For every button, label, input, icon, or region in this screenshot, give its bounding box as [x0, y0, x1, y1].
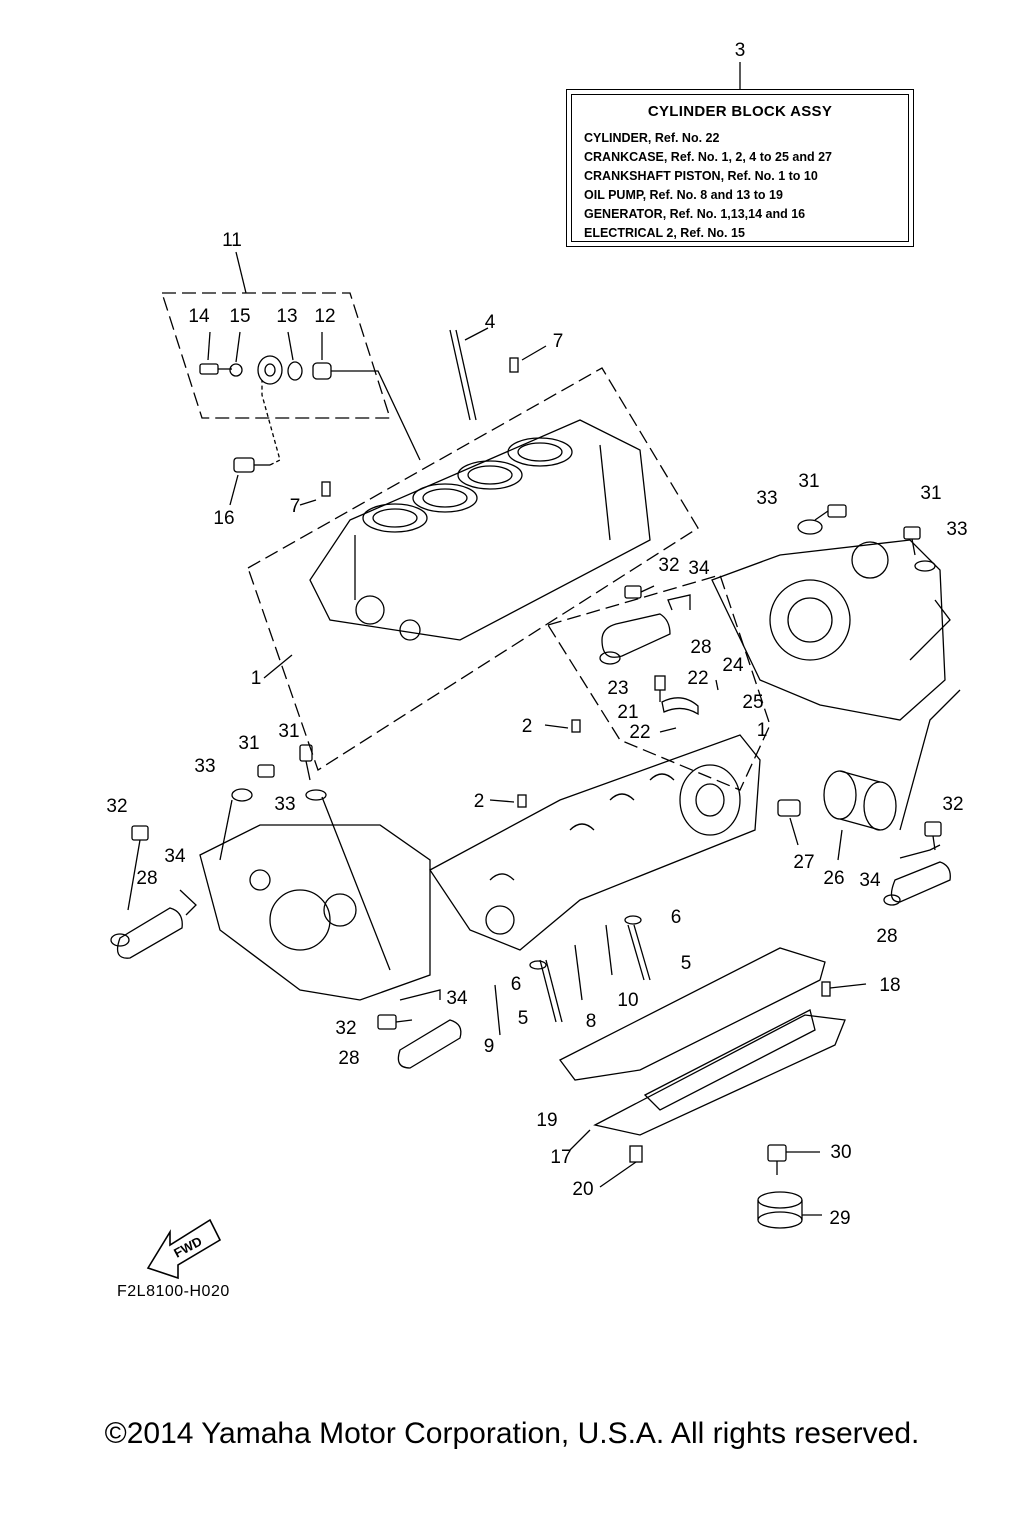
- callout-34: 34: [859, 870, 881, 891]
- gasket-19: [559, 947, 826, 1081]
- callout-22: 22: [629, 722, 650, 743]
- callout-9: 9: [484, 1036, 495, 1057]
- callout-17: 17: [550, 1147, 571, 1168]
- cylinder-block-outline: [309, 419, 651, 641]
- callout-6: 6: [671, 907, 682, 928]
- callout-21: 21: [617, 702, 638, 723]
- callout-12: 12: [314, 306, 335, 327]
- callout-10: 10: [617, 990, 638, 1011]
- callout-29: 29: [829, 1208, 850, 1229]
- callout-33: 33: [756, 488, 777, 509]
- assy-box-inner-frame: CYLINDER BLOCK ASSY CYLINDER, Ref. No. 2…: [571, 94, 909, 242]
- fwd-arrow-icon: [146, 1218, 222, 1280]
- callout-27: 27: [793, 852, 814, 873]
- callout-34: 34: [446, 988, 468, 1009]
- callout-32: 32: [335, 1018, 356, 1039]
- callout-13: 13: [276, 306, 297, 327]
- diagram-code: F2L8100-H020: [117, 1283, 230, 1300]
- callout-7: 7: [553, 331, 564, 352]
- callout-22: 22: [687, 668, 708, 689]
- cylinder-block-assy-box: CYLINDER BLOCK ASSY CYLINDER, Ref. No. 2…: [566, 89, 914, 247]
- callout-7: 7: [290, 496, 301, 517]
- callout-31: 31: [798, 471, 819, 492]
- callout-28: 28: [876, 926, 897, 947]
- callout-5: 5: [518, 1008, 529, 1029]
- callout-19: 19: [536, 1110, 557, 1131]
- crankcase-lower-outline: [429, 734, 761, 951]
- callout-2: 2: [522, 716, 533, 737]
- callout-32: 32: [106, 796, 127, 817]
- copyright-notice: ©2014 Yamaha Motor Corporation, U.S.A. A…: [104, 1417, 920, 1450]
- callout-31: 31: [920, 483, 941, 504]
- callout-14: 14: [188, 306, 210, 327]
- generator-cover-right: [711, 539, 951, 721]
- assy-ref-line: CRANKSHAFT PISTON, Ref. No. 1 to 10: [584, 169, 818, 183]
- assy-ref-number: 3: [735, 40, 746, 61]
- assy-ref-line: OIL PUMP, Ref. No. 8 and 13 to 19: [584, 188, 783, 202]
- callout-28: 28: [136, 868, 157, 889]
- callout-31: 31: [278, 721, 299, 742]
- callout-20: 20: [572, 1179, 593, 1200]
- callout-33: 33: [194, 756, 215, 777]
- callout-4: 4: [485, 312, 496, 333]
- callout-33: 33: [946, 519, 967, 540]
- callout-28: 28: [338, 1048, 359, 1069]
- callout-23: 23: [607, 678, 628, 699]
- oil-filter: [823, 770, 897, 861]
- fwd-label: FWD: [171, 1233, 204, 1260]
- assy-title: CYLINDER BLOCK ASSY: [647, 103, 833, 120]
- assy-ref-list: CYLINDER, Ref. No. 22 CRANKCASE, Ref. No…: [584, 129, 832, 243]
- kit-parts: [199, 331, 421, 461]
- callout-26: 26: [823, 868, 844, 889]
- oil-pan-17: [569, 1009, 846, 1151]
- callout-28: 28: [690, 637, 711, 658]
- callout-32: 32: [942, 794, 963, 815]
- callout-34: 34: [688, 558, 710, 579]
- callout-30: 30: [830, 1142, 851, 1163]
- callout-18: 18: [879, 975, 900, 996]
- callout-1: 1: [757, 720, 768, 741]
- callout-5: 5: [681, 953, 692, 974]
- callout-6: 6: [511, 974, 522, 995]
- callout-24: 24: [722, 655, 744, 676]
- callout-32: 32: [658, 555, 679, 576]
- assy-ref-line: GENERATOR, Ref. No. 1,13,14 and 16: [584, 207, 806, 221]
- callout-31: 31: [238, 733, 259, 754]
- generator-cover-left: [199, 824, 431, 1001]
- callout-15: 15: [229, 306, 250, 327]
- callout-1: 1: [251, 668, 262, 689]
- callout-11: 11: [222, 230, 242, 251]
- callout-2: 2: [474, 791, 485, 812]
- callout-34: 34: [164, 846, 186, 867]
- kit-11-dashed-frame: [161, 292, 391, 419]
- callout-16: 16: [213, 508, 234, 529]
- assy-ref-line: ELECTRICAL 2, Ref. No. 15: [584, 226, 745, 240]
- crankcase-right-dashed-frame: [546, 574, 771, 791]
- assy-ref-line: CRANKCASE, Ref. No. 1, 2, 4 to 25 and 27: [584, 150, 832, 164]
- callout-8: 8: [586, 1011, 597, 1032]
- assy-ref-line: CYLINDER, Ref. No. 22: [584, 131, 720, 145]
- callout-33: 33: [274, 794, 295, 815]
- cylinder-block-dashed-frame: [247, 367, 699, 771]
- callout-25: 25: [742, 692, 763, 713]
